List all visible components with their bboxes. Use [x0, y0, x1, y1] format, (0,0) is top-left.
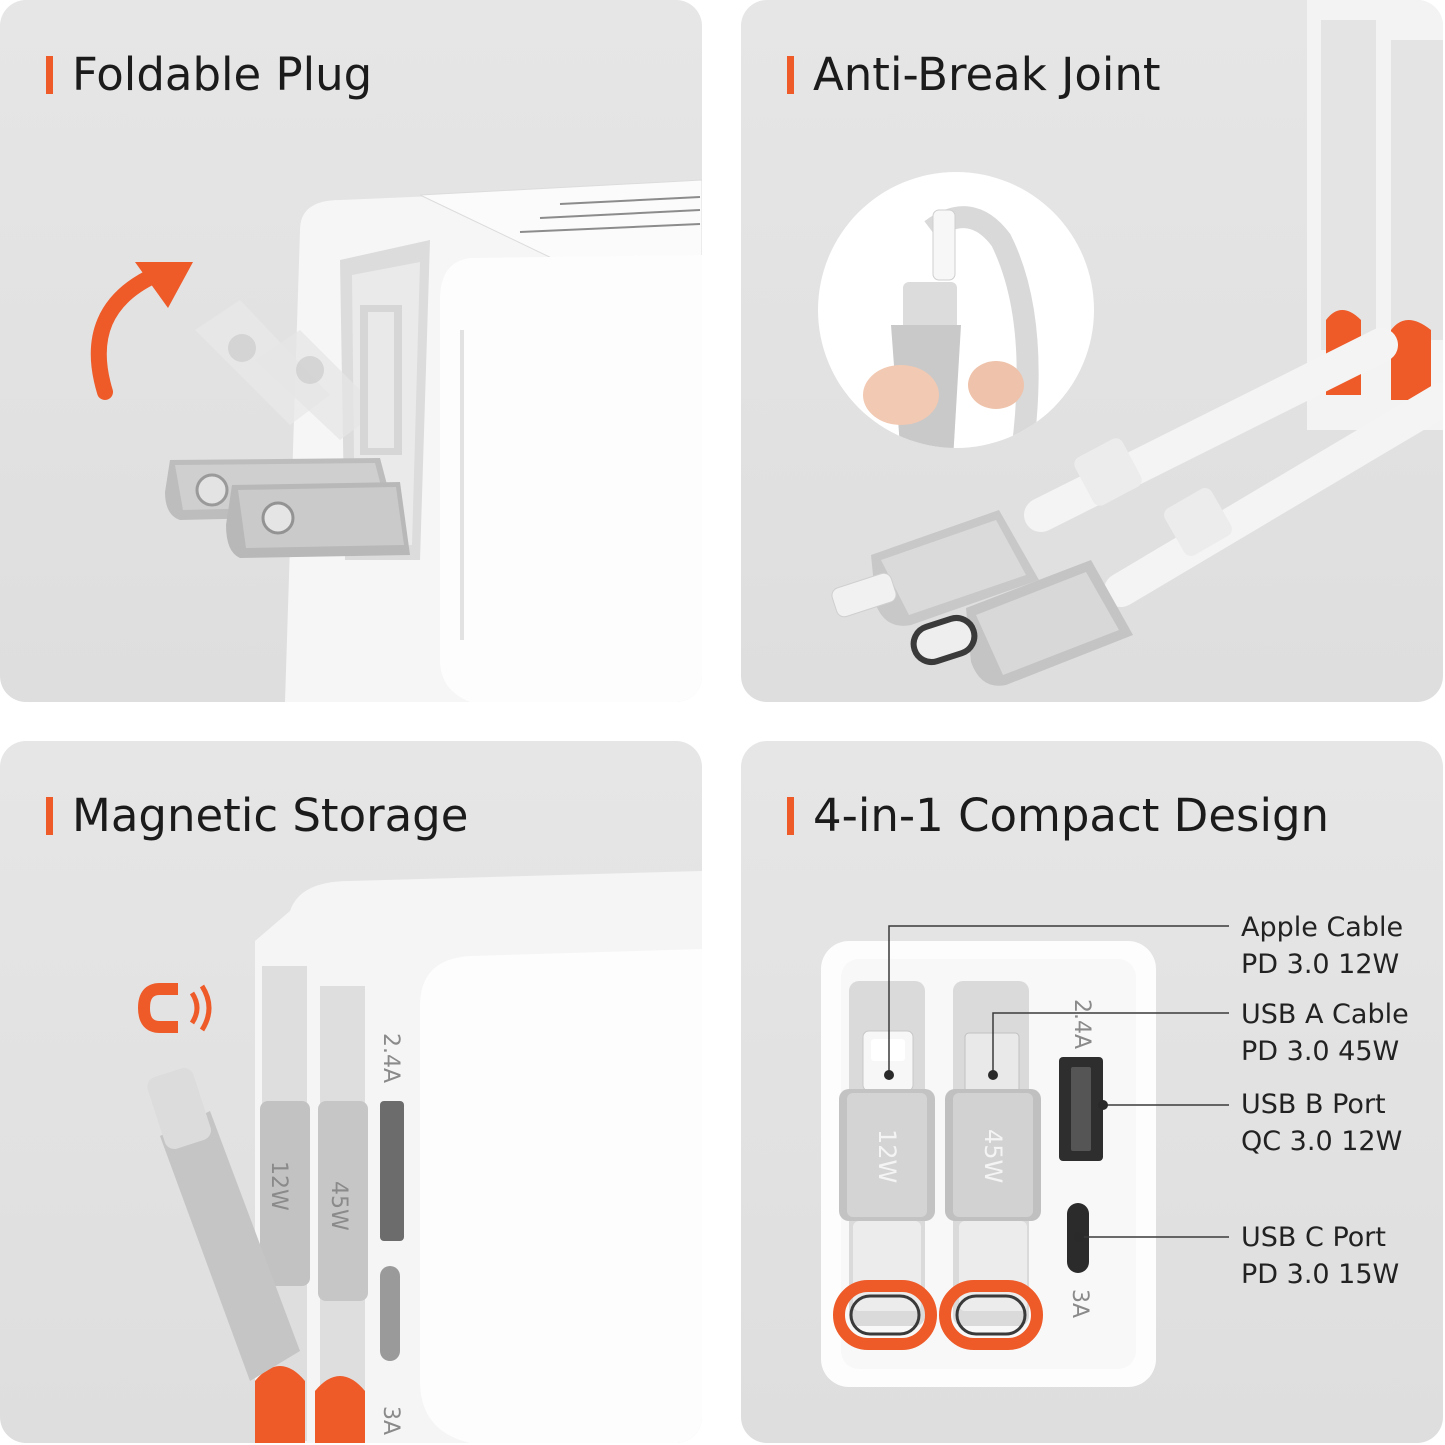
magnetic-storage-illustration: 12W 45W 2.4A 3A [137, 871, 702, 1443]
callout-name: USB B Port [1241, 1089, 1386, 1120]
panel-foldable-plug: Foldable Plug [0, 0, 702, 702]
foldable-plug-illustration [90, 179, 702, 702]
callout-spec: PD 3.0 12W [1241, 949, 1400, 980]
cable-mark-45w: 45W [326, 1181, 351, 1231]
port-mark-2-4a: 2.4A [1069, 999, 1094, 1049]
panel-title: Magnetic Storage [46, 789, 468, 843]
callout-name: USB A Cable [1241, 999, 1409, 1030]
callout-name: Apple Cable [1241, 912, 1404, 943]
cable-mark-12w: 12W [266, 1161, 291, 1211]
callout-usb-c-port: USB C Port PD 3.0 15W [1241, 1219, 1399, 1293]
port-mark-3a: 3A [1067, 1289, 1092, 1318]
panel-title: Anti-Break Joint [787, 48, 1161, 102]
callout-usb-b-port: USB B Port QC 3.0 12W [1241, 1086, 1402, 1160]
callout-usb-a-cable: USB A Cable PD 3.0 45W [1241, 996, 1409, 1070]
port-mark-2-4a: 2.4A [378, 1033, 403, 1083]
callout-spec: PD 3.0 15W [1241, 1259, 1400, 1290]
callout-apple-cable: Apple Cable PD 3.0 12W [1241, 909, 1403, 983]
panel-anti-break-joint: Anti-Break Joint [741, 0, 1443, 702]
callout-spec: PD 3.0 45W [1241, 1036, 1400, 1067]
callout-name: USB C Port [1241, 1222, 1386, 1253]
port-mark-3a: 3A [378, 1406, 403, 1435]
cable-mark-45w: 45W [979, 1129, 1007, 1183]
anti-break-illustration [818, 0, 1443, 686]
panel-title: 4-in-1 Compact Design [787, 789, 1329, 843]
panel-title: Foldable Plug [46, 48, 372, 102]
panel-compact-design: 4-in-1 Compact Design 12W 45W 2.4A 3A [741, 741, 1443, 1443]
callout-spec: QC 3.0 12W [1241, 1126, 1403, 1157]
compact-design-illustration: 12W 45W 2.4A 3A [821, 925, 1229, 1387]
cable-mark-12w: 12W [873, 1129, 901, 1183]
panel-magnetic-storage: Magnetic Storage 12W 45W 2.4A 3A [0, 741, 702, 1443]
magnet-icon [137, 983, 212, 1033]
